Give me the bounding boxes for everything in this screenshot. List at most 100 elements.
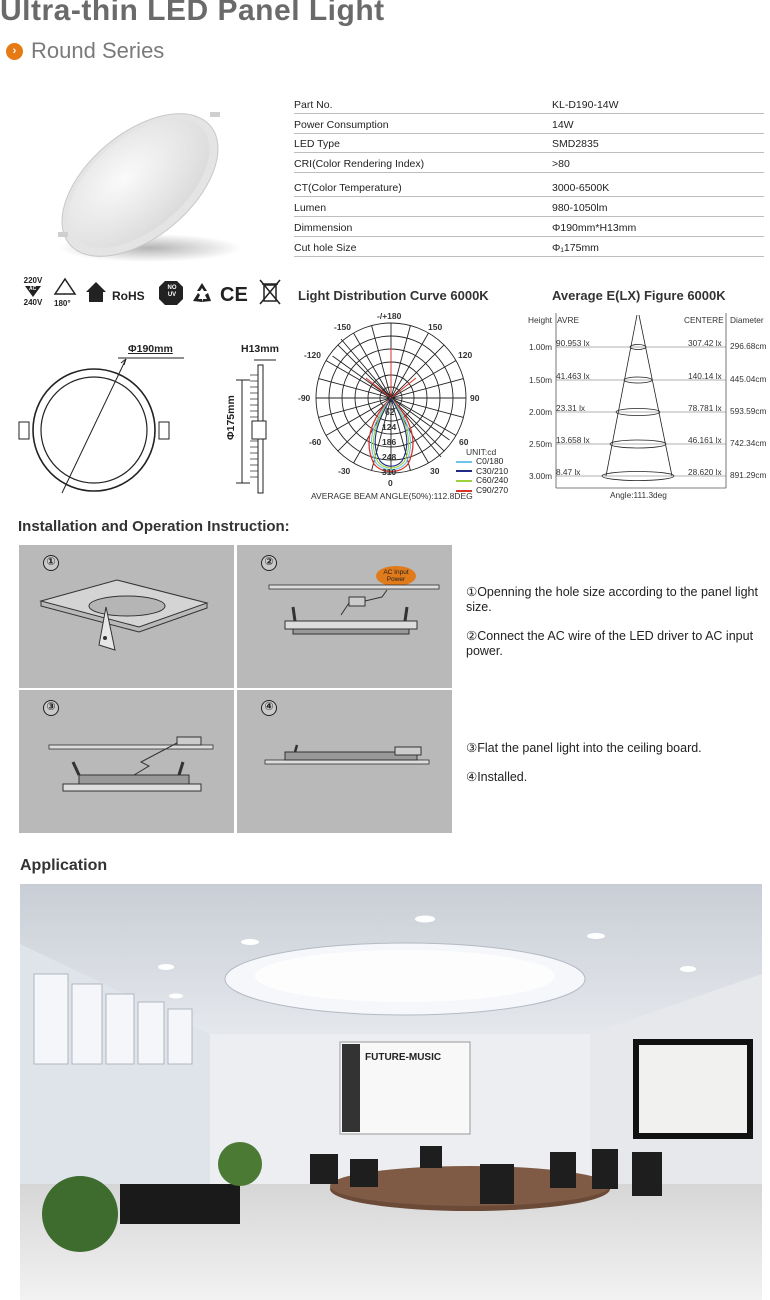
illum-height: 1.00m [529,342,553,352]
spec-row: Power Consumption 14W [294,114,764,134]
illum-avre: 8.47 lx [556,467,581,477]
angle-label: 60 [459,437,469,447]
illum-avre: 41.463 lx [556,371,590,381]
page-subtitle: › Round Series [6,38,164,64]
illum-height: 2.00m [529,407,553,417]
weee-bin-icon [259,279,281,305]
spec-value: 14W [552,118,574,131]
illum-header: Diameter [730,315,764,325]
hole-cutting-illustration [39,579,209,651]
spec-value: SMD2835 [552,138,599,151]
radial-label: 310 [382,467,397,477]
polar-legend: C0/180 C30/210 C60/240 C90/270 [456,456,509,496]
radial-label: 0 [388,394,393,404]
spec-table: Part No.KL-D190-14W Power Consumption 14W… [294,94,764,257]
voltage-icon: 220V 240V [20,276,46,307]
angle-label: -60 [309,437,322,447]
angle-label: -/+180 [377,311,402,321]
angle-label: -90 [298,393,311,403]
illum-avre: 90.953 lx [556,338,590,348]
step-number: ② [261,555,277,571]
spec-row: Part No.KL-D190-14W [294,94,764,114]
legend-label: C60/240 [476,475,509,486]
illum-height: 3.00m [529,471,553,481]
legend-swatch [456,470,472,473]
spec-row: Lumen 980-1050lm [294,197,764,217]
install-step-4: ④Installed. [466,770,528,784]
illum-header: AVRE [557,315,579,325]
radial-label: 248 [382,452,397,462]
ce-mark-label: CE [220,284,248,306]
spec-row: LED Type SMD2835 [294,134,764,154]
page-title: Ultra-thin LED Panel Light [0,0,385,27]
spec-value: KL-D190-14W [552,98,619,111]
unit-label: UNIT:cd [466,447,497,457]
voltage-bottom: 240V [23,298,43,307]
dimension-drawing [18,357,276,494]
illum-avre: 23.31 lx [556,403,586,413]
legend-item: C90/270 [456,484,509,496]
panel-light-product-image [58,112,240,262]
install-panel-2: ② AC Input Power [237,545,452,688]
legend-item: C0/180 [456,456,508,467]
spec-label: Lumen [294,201,327,214]
spec-row: Dimmension Φ190mm*H13mm [294,217,764,237]
illum-header: Height [528,315,552,325]
illum-height: 1.50m [529,375,553,385]
spec-row: CT(Color Temperature)3000-6500K [294,173,764,198]
install-panel-4: ④ [237,690,452,833]
spec-label: Cut hole Size [294,241,357,254]
legend-swatch [456,489,472,492]
room-sign-text: FUTURE-MUSIC [365,1052,441,1063]
illum-centre: 140.14 lx [688,371,722,381]
step-number: ① [43,555,59,571]
illum-header: CENTERE [684,315,724,325]
spec-value: Φ190mm*H13mm [552,221,637,234]
recycle-icon [193,283,211,302]
no-uv-label: NO UV [167,285,177,298]
angle-label: 120 [458,350,473,360]
illum-avre: 13.658 lx [556,435,590,445]
legend-label: C0/180 [476,456,504,466]
orange-bullet-icon: › [6,42,23,60]
install-step-1: ①Openning the hole size according to the… [466,585,758,614]
ac-label-line-2: Power [386,576,406,583]
step-number: ③ [43,700,59,716]
polar-diagram [315,322,467,474]
beam-angle-icon [53,277,77,295]
spec-value: 980-1050lm [552,201,608,214]
illum-diameter: 891.29cm [730,470,767,480]
polar-title: Light Distribution Curve 6000K [298,288,489,303]
angle-label: 150 [428,322,443,332]
indoor-house-icon [86,282,106,302]
install-title: Installation and Operation Instruction: [18,518,290,535]
illum-diameter: 296.68cm [730,341,767,351]
install-step-2: ②Connect the AC wire of the LED driver t… [466,629,754,658]
application-photo: FUTURE-MUSIC [20,884,762,1300]
meeting-room-illustration: FUTURE-MUSIC [20,884,762,1300]
installed-illustration [264,744,430,765]
install-panel-1: ① [19,545,234,688]
diameter-label: Φ190mm [128,343,173,355]
spec-value: >80 [552,158,570,171]
angle-label: 30 [430,466,440,476]
angle-label: -150 [334,322,352,332]
wiring-illustration [268,566,440,635]
install-step-3: ③Flat the panel light into the ceiling b… [466,741,702,755]
legend-label: C90/270 [476,484,509,495]
radial-label: 62 [385,407,395,417]
angle-label: 0 [388,478,393,488]
illum-centre: 78.781 lx [688,403,722,413]
subtitle-text: Round Series [31,38,165,63]
radial-label: 124 [382,422,397,432]
spec-row: CRI(Color Rendering Index)>80 [294,153,764,174]
legend-swatch [456,460,472,463]
spec-label: LED Type [294,138,340,151]
spec-label: Dimmension [294,221,353,234]
ac-input-power-label: AC Input Power [377,569,415,583]
spec-label: Power Consumption [294,118,389,131]
angle-label: -120 [304,350,322,360]
application-title: Application [20,857,108,874]
illum-angle: Angle:111.3deg [610,490,667,500]
insert-panel-illustration [48,736,214,792]
